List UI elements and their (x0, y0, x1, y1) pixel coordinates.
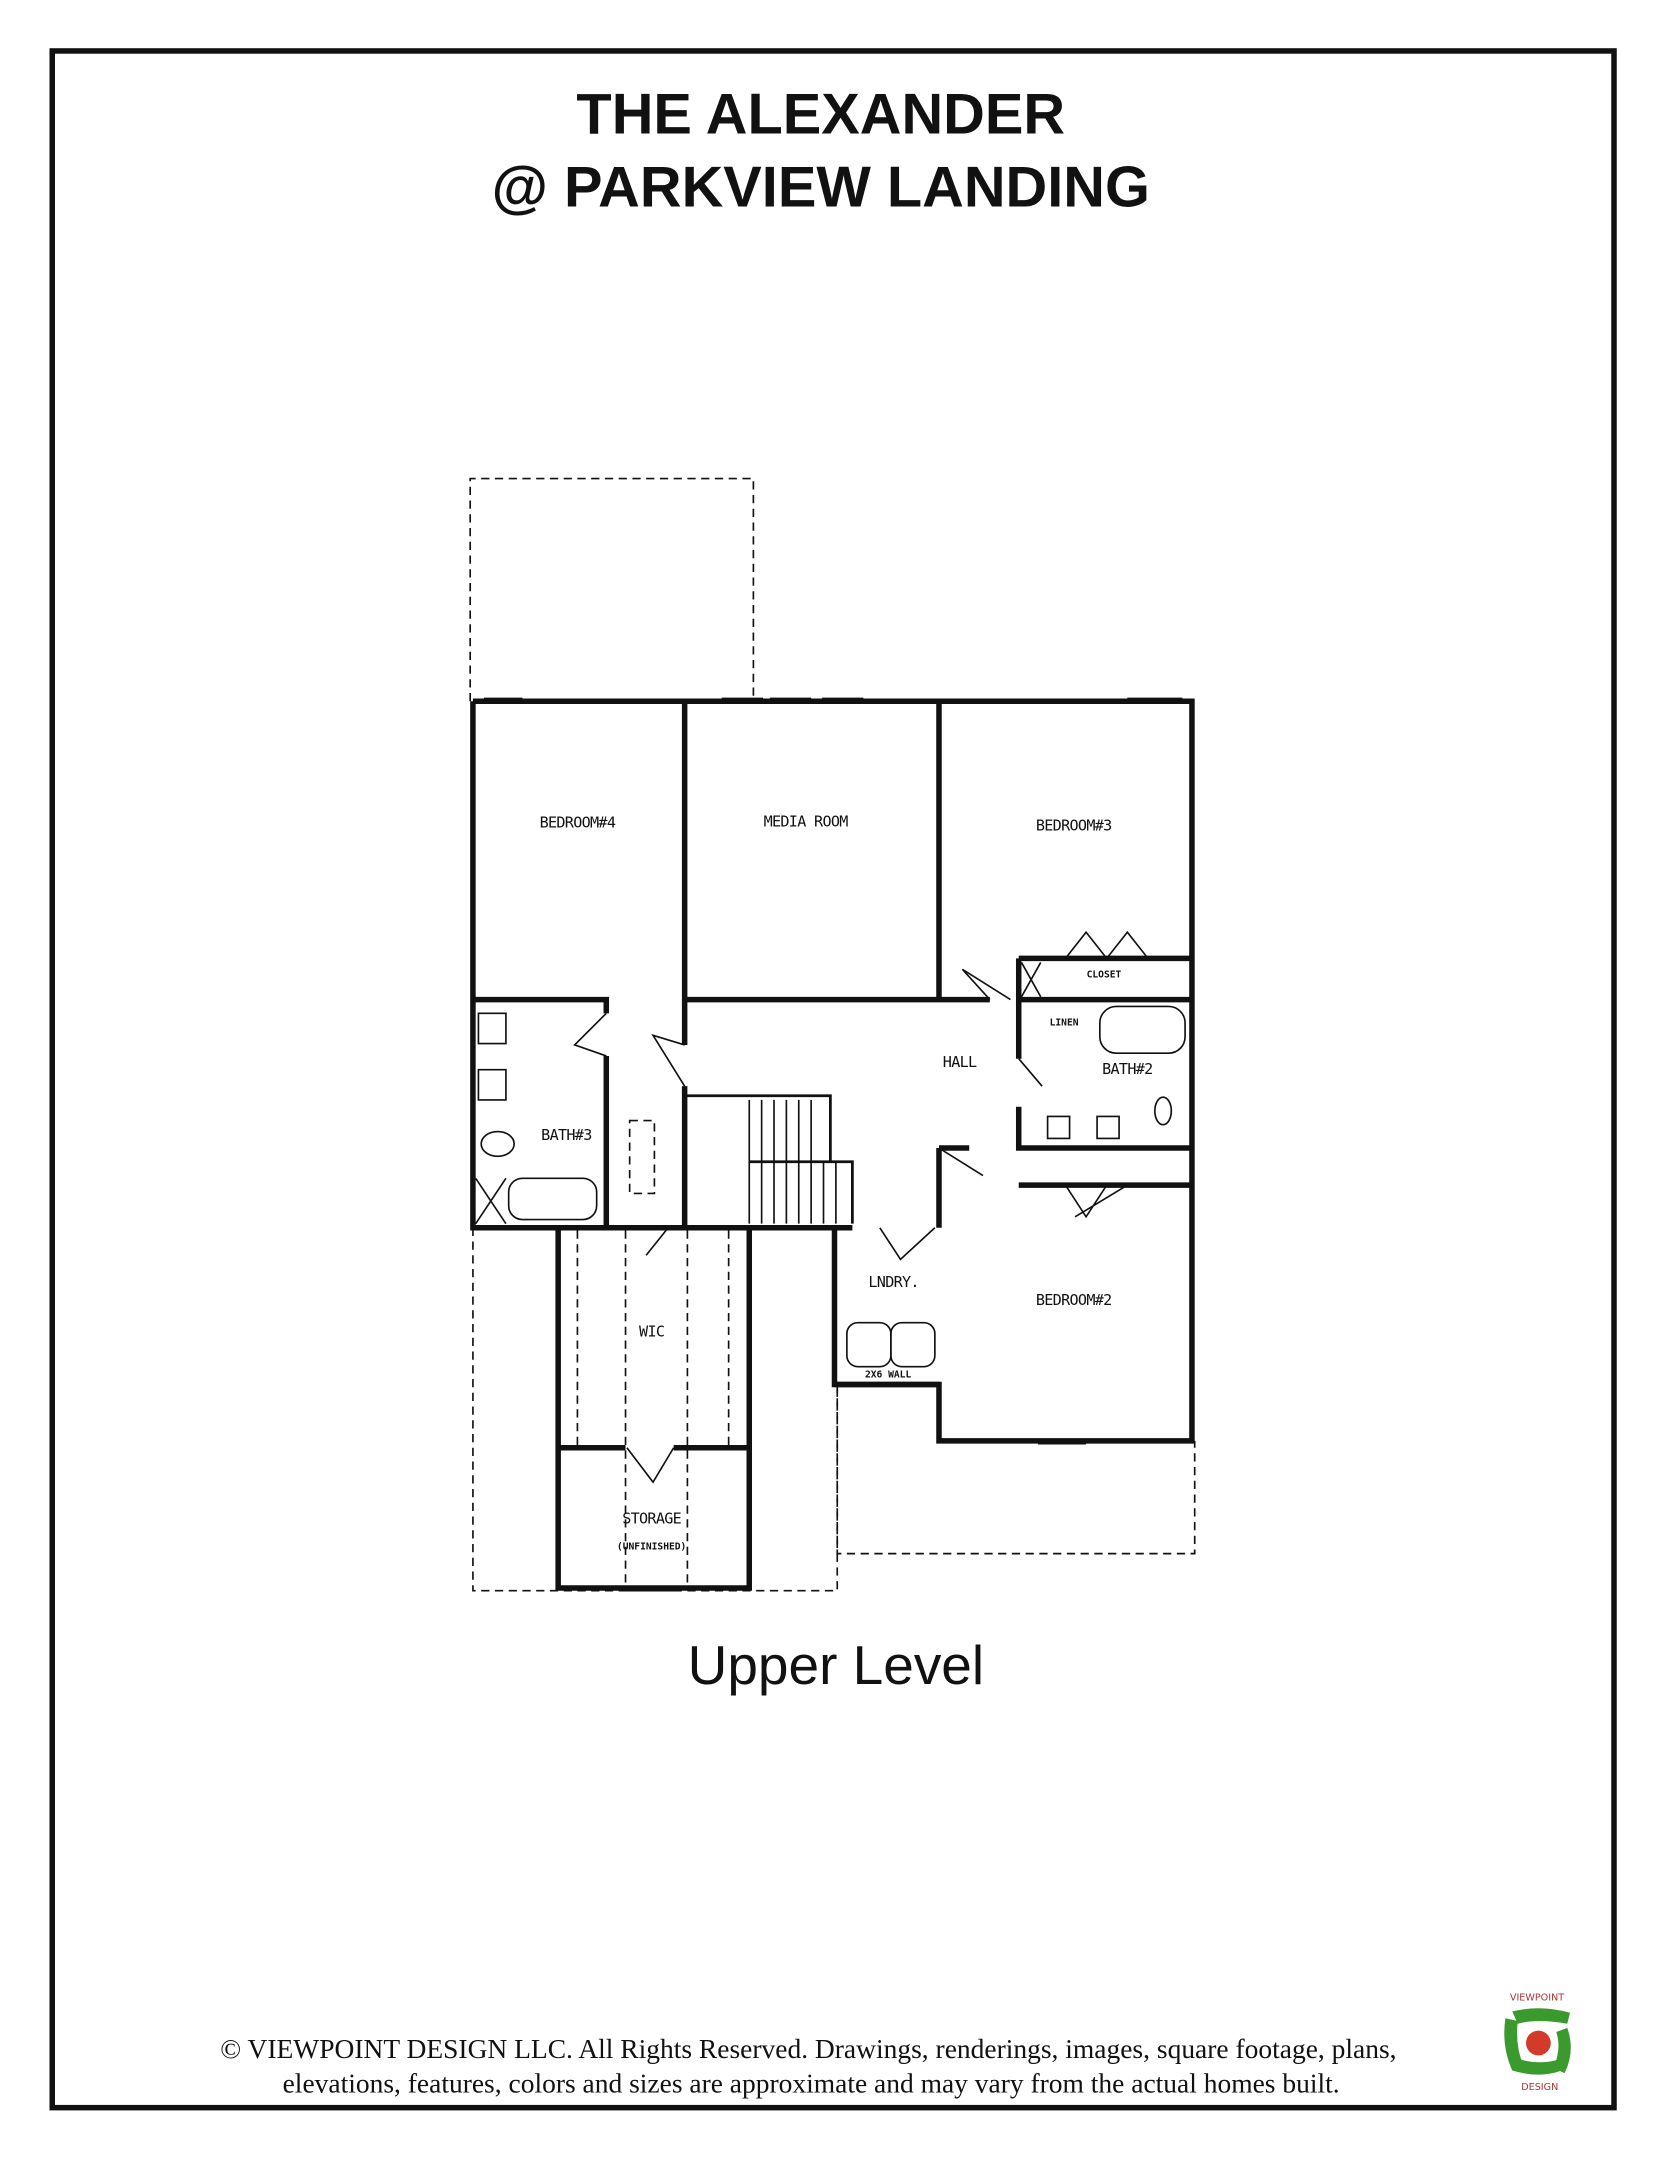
bath3-sink (477, 1012, 507, 1045)
title-line-2: @ PARKVIEW LANDING (492, 155, 1150, 219)
title-line-1: THE ALEXANDER (576, 82, 1065, 146)
washer (846, 1321, 892, 1368)
laundry-wall-note: 2X6 WALL (865, 1370, 911, 1381)
page-border (49, 48, 1617, 2111)
attic-access (628, 1119, 656, 1195)
room-label-bedroom3: BEDROOM#3 (1036, 816, 1112, 834)
room-label-storage: STORAGE (622, 1509, 681, 1527)
bath2-tub (1099, 1005, 1186, 1055)
logo-top-text: VIEWPOINT (1510, 1992, 1564, 2003)
stairs-outline (684, 1094, 854, 1224)
storage-note: (UNFINISHED) (617, 1541, 686, 1552)
lower-roof-outline-right (836, 1384, 1196, 1555)
copyright-line-1: © VIEWPOINT DESIGN LLC. All Rights Reser… (220, 2034, 1396, 2064)
floor-plan: BEDROOM#4 MEDIA ROOM BEDROOM#3 CLOSET LI… (469, 477, 1196, 1592)
level-label: Upper Level (688, 1634, 984, 1696)
bath2-walls (936, 955, 1192, 1228)
room-label-media-room: MEDIA ROOM (764, 812, 849, 830)
room-label-bedroom2: BEDROOM#2 (1036, 1291, 1112, 1309)
wic-shelving (576, 1230, 730, 1588)
room-label-bath2: BATH#2 (1102, 1060, 1152, 1078)
bath2-sink-2 (1096, 1115, 1120, 1140)
bath3-walls (472, 996, 610, 1228)
door-swings (573, 930, 1149, 1484)
bath3-sink-2 (477, 1068, 507, 1101)
room-label-hall: HALL (943, 1053, 977, 1071)
room-label-bath3: BATH#3 (541, 1126, 591, 1144)
interior-walls-top (681, 701, 990, 1228)
room-label-closet: CLOSET (1087, 970, 1122, 981)
bath2-sink (1046, 1115, 1071, 1140)
viewpoint-design-logo: VIEWPOINT DESIGN (1504, 1992, 1571, 2093)
stair-treads (748, 1099, 837, 1224)
copyright-line-2: elevations, features, colors and sizes a… (283, 2069, 1340, 2099)
room-label-wic: WIC (639, 1322, 664, 1340)
linen-shelves (474, 962, 1042, 1225)
room-label-linen: LINEN (1050, 1018, 1079, 1029)
bath3-tub (507, 1177, 598, 1221)
lower-roof-outline-left (472, 1227, 839, 1592)
logo-bottom-text: DESIGN (1521, 2082, 1558, 2093)
room-label-laundry: LNDRY. (868, 1273, 918, 1291)
bath2-toilet (1154, 1096, 1173, 1126)
bath3-toilet (480, 1130, 515, 1158)
wic-storage-walls (555, 1145, 970, 1591)
porch-outline (469, 477, 755, 702)
room-label-bedroom4: BEDROOM#4 (540, 814, 616, 832)
dryer (890, 1321, 936, 1368)
